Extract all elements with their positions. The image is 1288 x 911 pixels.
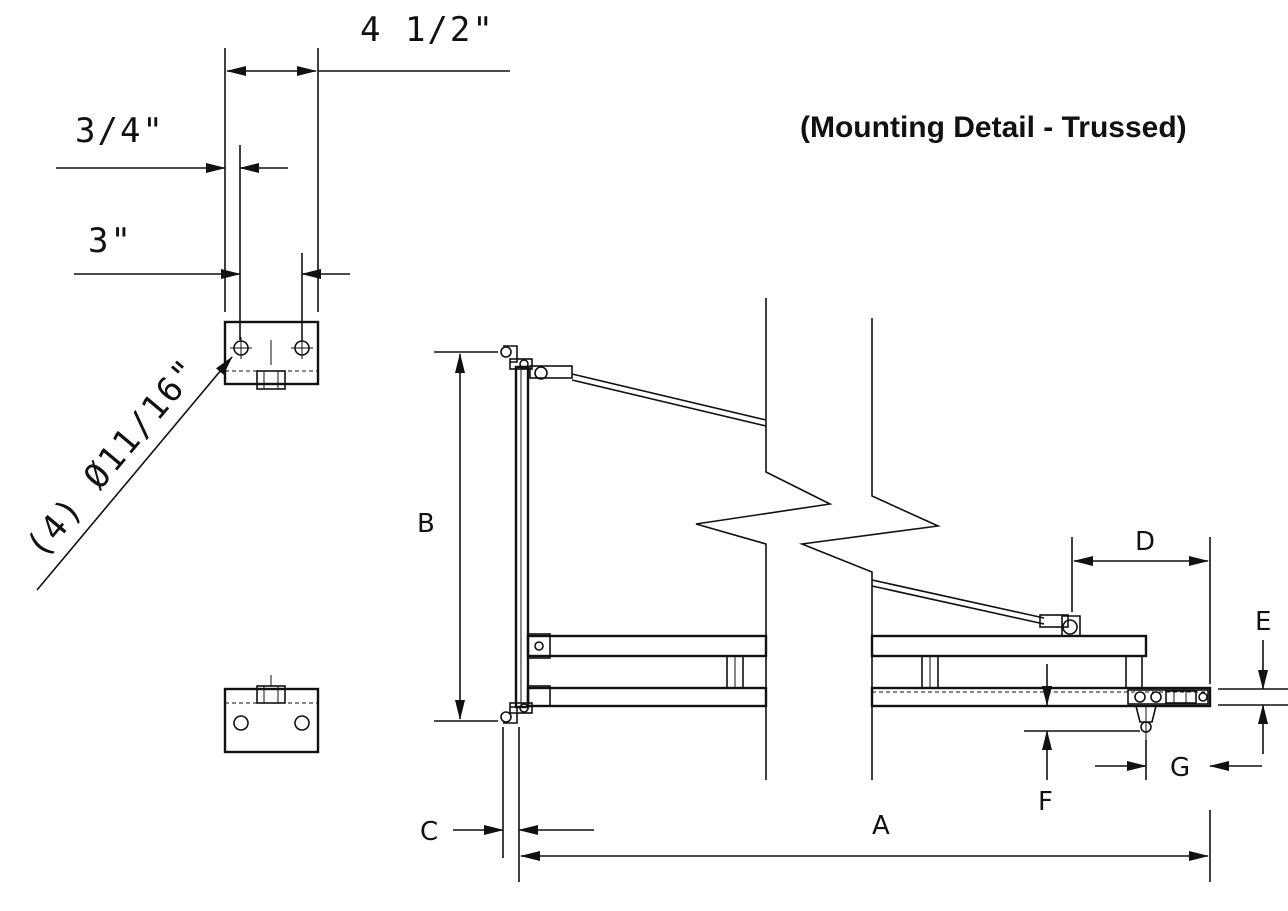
dim-label-a: A xyxy=(872,811,890,841)
dim-label-d: D xyxy=(1135,527,1155,557)
dim-edge-offset: 3/4" xyxy=(75,111,165,151)
dim-label-b: B xyxy=(417,509,435,539)
drawing-title: (Mounting Detail - Trussed) xyxy=(800,111,1187,144)
callout-holes: (4) Ø11/16" xyxy=(18,351,208,566)
bracket-detail-top: 4 1/2" 3/4" 3" (4) Ø11/16" xyxy=(18,10,510,591)
dim-hole-spacing: 3" xyxy=(88,221,133,261)
dim-overall-width: 4 1/2" xyxy=(360,10,495,50)
dim-label-g: G xyxy=(1170,753,1190,783)
dim-label-c: C xyxy=(420,817,438,847)
assembly-dimensions: B C A D E F G xyxy=(417,351,1288,882)
truss-assembly xyxy=(500,298,1212,780)
dim-label-e: E xyxy=(1255,607,1271,637)
dim-label-f: F xyxy=(1038,787,1053,817)
bracket-detail-bottom xyxy=(223,675,320,754)
